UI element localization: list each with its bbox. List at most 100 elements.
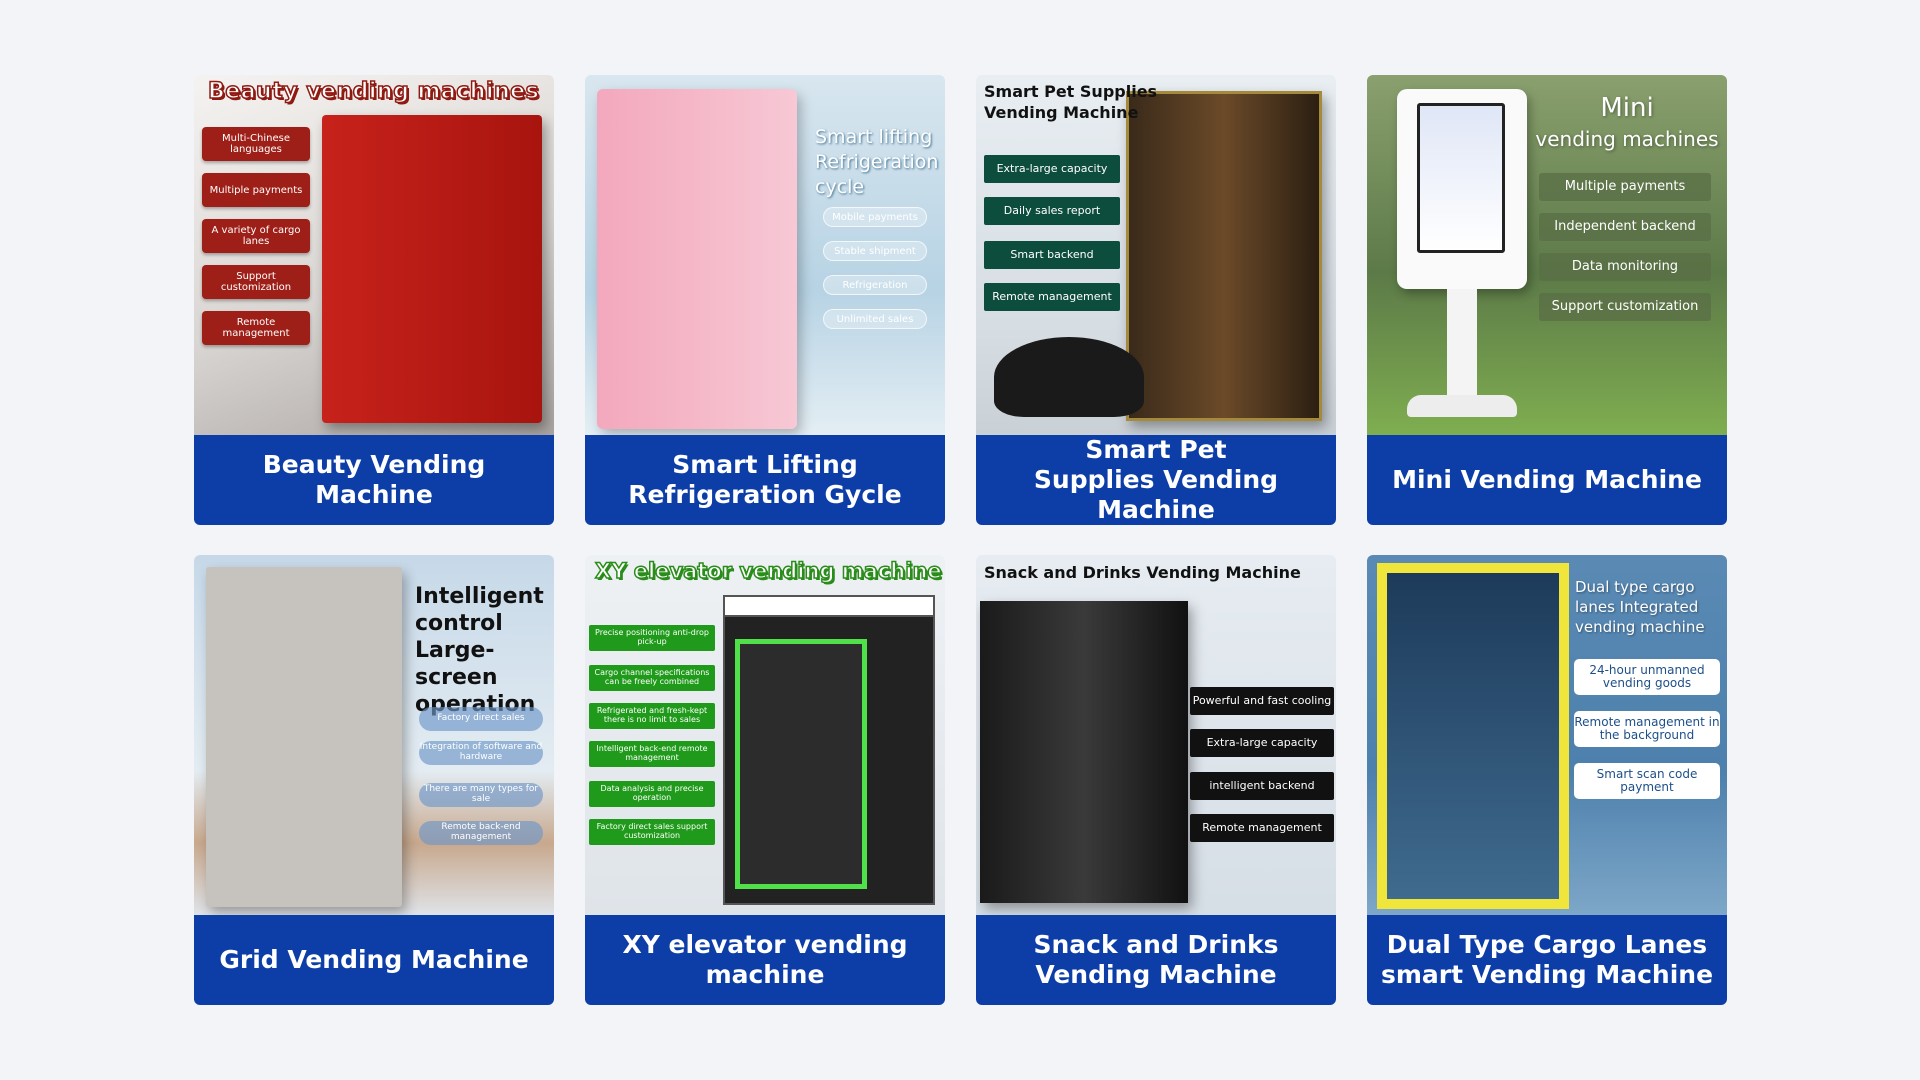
feature-badge: Multiple payments <box>1539 173 1711 201</box>
product-title[interactable]: Snack and Drinks Vending Machine <box>976 915 1336 1005</box>
image-header: Beauty vending machines <box>207 78 540 105</box>
image-header: Smart Pet Supplies Vending Machine <box>984 81 1157 123</box>
product-card-grid[interactable]: Intelligent control Large-screen operati… <box>194 555 554 1005</box>
image-header: Smart lifting Refrigeration cycle <box>815 125 938 200</box>
image-header-line: Vending Machine <box>984 103 1139 122</box>
product-grid: Beauty vending machines Multi-Chinese la… <box>194 75 1727 1005</box>
product-title-line: Refrigeration Gycle <box>628 480 902 509</box>
feature-badge: intelligent backend <box>1190 772 1334 800</box>
feature-badge: Data analysis and precise operation <box>589 781 715 807</box>
product-title-line: Beauty Vending Machine <box>262 450 486 509</box>
product-image[interactable]: Beauty vending machines Multi-Chinese la… <box>194 75 554 435</box>
product-image[interactable]: Smart Pet Supplies Vending Machine Extra… <box>976 75 1336 435</box>
product-title-line: Vending Machine <box>1035 960 1277 989</box>
feature-badge: Refrigerated and fresh-kept there is no … <box>589 703 715 729</box>
feature-badge: Remote management <box>1190 814 1334 842</box>
feature-badge: Cargo channel specifications can be free… <box>589 665 715 691</box>
feature-badge: Remote management in the background <box>1574 711 1720 747</box>
product-image[interactable]: Intelligent control Large-screen operati… <box>194 555 554 915</box>
product-title[interactable]: Grid Vending Machine <box>194 915 554 1005</box>
product-image[interactable]: Mini vending machines Multiple payments … <box>1367 75 1727 435</box>
product-card-beauty[interactable]: Beauty vending machines Multi-Chinese la… <box>194 75 554 525</box>
feature-badge: Mobile payments <box>823 207 927 227</box>
feature-badge: Remote management <box>202 311 310 345</box>
feature-badge: Smart scan code payment <box>1574 763 1720 799</box>
feature-badge: Independent backend <box>1539 213 1711 241</box>
feature-badge: Multiple payments <box>202 173 310 207</box>
image-header-line: Refrigeration <box>815 151 939 173</box>
product-card-xy-elevator[interactable]: XY elevator vending machine Precise posi… <box>585 555 945 1005</box>
product-card-smart-pet[interactable]: Smart Pet Supplies Vending Machine Extra… <box>976 75 1336 525</box>
image-header-line: Intelligent <box>415 584 544 609</box>
image-header-line: Smart lifting <box>815 126 933 148</box>
feature-badge: Support customization <box>1539 293 1711 321</box>
feature-badge: Factory direct sales support customizati… <box>589 819 715 845</box>
dog-illustration <box>994 337 1144 417</box>
image-header: Snack and Drinks Vending Machine <box>984 563 1301 582</box>
product-title-line: Smart Pet <box>1085 435 1227 464</box>
product-title[interactable]: XY elevator vending machine <box>585 915 945 1005</box>
feature-badge: Remote back-end management <box>419 821 543 845</box>
touch-screen-illustration <box>1417 103 1505 253</box>
image-header-line: lanes Integrated <box>1575 598 1699 616</box>
product-title[interactable]: Smart Pet Supplies Vending Machine <box>976 435 1336 525</box>
product-image[interactable]: XY elevator vending machine Precise posi… <box>585 555 945 915</box>
vending-machine-illustration <box>980 601 1188 903</box>
product-card-smart-lifting[interactable]: Smart lifting Refrigeration cycle Mobile… <box>585 75 945 525</box>
product-title-line: Snack and Drinks <box>1033 930 1279 959</box>
product-card-dual-type-cargo[interactable]: Dual type cargo lanes Integrated vending… <box>1367 555 1727 1005</box>
image-header-line: Dual type cargo <box>1575 578 1695 596</box>
product-title-line: Dual Type Cargo Lanes <box>1386 930 1708 959</box>
image-header: Intelligent control Large-screen operati… <box>415 583 554 718</box>
image-header-line: vending machines <box>1535 127 1719 151</box>
vending-machine-illustration <box>597 89 797 429</box>
image-header-line: control <box>415 611 503 636</box>
feature-badge: Extra-large capacity <box>1190 729 1334 757</box>
product-title-line: Smart Lifting <box>672 450 858 479</box>
feature-badge: Support customization <box>202 265 310 299</box>
vending-machine-illustration <box>322 115 542 423</box>
image-header-line: Smart Pet Supplies <box>984 82 1158 101</box>
image-header: XY elevator vending machine <box>594 558 942 584</box>
feature-badge: Powerful and fast cooling <box>1190 687 1334 715</box>
image-header-line: vending machine <box>1575 618 1705 636</box>
image-header-line: Mini <box>1600 93 1654 123</box>
feature-badge: Unlimited sales <box>823 309 927 329</box>
product-image[interactable]: Smart lifting Refrigeration cycle Mobile… <box>585 75 945 435</box>
feature-badge: Precise positioning anti-drop pick-up <box>589 625 715 651</box>
product-image[interactable]: Snack and Drinks Vending Machine Powerfu… <box>976 555 1336 915</box>
product-title[interactable]: Smart Lifting Refrigeration Gycle <box>585 435 945 525</box>
feature-badge: 24-hour unmanned vending goods <box>1574 659 1720 695</box>
feature-badge: Remote management <box>984 283 1120 311</box>
locker-machine-illustration <box>206 567 402 907</box>
feature-badge: Intelligent back-end remote management <box>589 741 715 767</box>
feature-badge: There are many types for sale <box>419 783 543 807</box>
image-header-line: Large-screen <box>415 638 498 690</box>
feature-badge: Multi-Chinese languages <box>202 127 310 161</box>
product-title-line: Supplies Vending Machine <box>1033 465 1279 524</box>
machine-glass-door <box>735 639 867 889</box>
product-title-line: Mini Vending Machine <box>1392 465 1702 494</box>
feature-badge: Refrigeration <box>823 275 927 295</box>
vending-machine-illustration <box>1387 573 1559 899</box>
base-illustration <box>1407 395 1517 417</box>
feature-badge: Stable shipment <box>823 241 927 261</box>
feature-badge: Extra-large capacity <box>984 155 1120 183</box>
feature-badge: A variety of cargo lanes <box>202 219 310 253</box>
stand-illustration <box>1447 289 1477 399</box>
machine-top-panel <box>723 595 935 617</box>
product-title-line: smart Vending Machine <box>1380 960 1714 989</box>
feature-badge: Daily sales report <box>984 197 1120 225</box>
product-title[interactable]: Mini Vending Machine <box>1367 435 1727 525</box>
product-title[interactable]: Beauty Vending Machine <box>194 435 554 525</box>
image-header-line: cycle <box>815 176 865 198</box>
feature-badge: Factory direct sales <box>419 707 543 731</box>
product-card-snack-drinks[interactable]: Snack and Drinks Vending Machine Powerfu… <box>976 555 1336 1005</box>
product-card-mini[interactable]: Mini vending machines Multiple payments … <box>1367 75 1727 525</box>
product-title[interactable]: Dual Type Cargo Lanes smart Vending Mach… <box>1367 915 1727 1005</box>
feature-badge: Data monitoring <box>1539 253 1711 281</box>
product-image[interactable]: Dual type cargo lanes Integrated vending… <box>1367 555 1727 915</box>
product-title-line: XY elevator vending machine <box>622 930 908 989</box>
product-title-line: Grid Vending Machine <box>219 945 529 974</box>
vending-machine-illustration <box>1126 91 1322 421</box>
